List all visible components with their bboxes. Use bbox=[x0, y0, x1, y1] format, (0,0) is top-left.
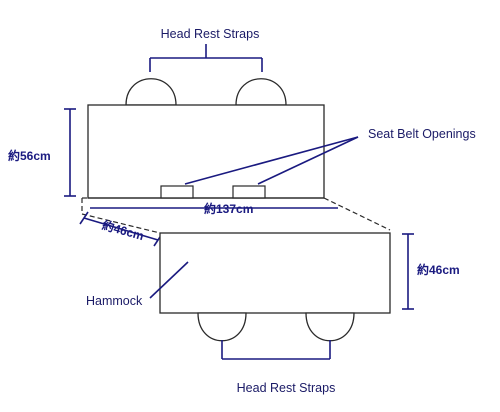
upper-panel bbox=[87, 104, 325, 199]
flap-dashed-bottom bbox=[81, 213, 161, 234]
seat-top-dashed-right bbox=[323, 197, 391, 231]
flap-depth-dim-label: 約46cm bbox=[100, 217, 145, 243]
head-rest-straps-top-label: Head Rest Straps bbox=[161, 27, 260, 41]
seat-belt-opening-left bbox=[160, 185, 194, 199]
seat-belt-pointer-right bbox=[257, 136, 359, 185]
right-height-dim-label: 約46cm bbox=[417, 262, 460, 277]
hammock-label: Hammock bbox=[86, 294, 143, 308]
lower-panel bbox=[159, 232, 391, 314]
seat-belt-pointer-left bbox=[184, 136, 359, 185]
left-height-dim-label: 約56cm bbox=[8, 148, 51, 163]
seat-belt-openings-label: Seat Belt Openings bbox=[368, 127, 476, 141]
bottom-left-strap-loop bbox=[197, 312, 247, 342]
head-rest-straps-bottom-label: Head Rest Straps bbox=[237, 381, 336, 395]
top-left-strap-loop bbox=[125, 78, 177, 106]
top-right-strap-loop bbox=[235, 78, 287, 106]
seat-belt-opening-right bbox=[232, 185, 266, 199]
hammock-pointer bbox=[149, 261, 189, 299]
width-dim-label: 約137cm bbox=[204, 201, 253, 216]
bottom-right-strap-loop bbox=[305, 312, 355, 342]
flap-depth-tick-top bbox=[79, 211, 89, 225]
flap-depth-dim-line bbox=[83, 217, 159, 241]
